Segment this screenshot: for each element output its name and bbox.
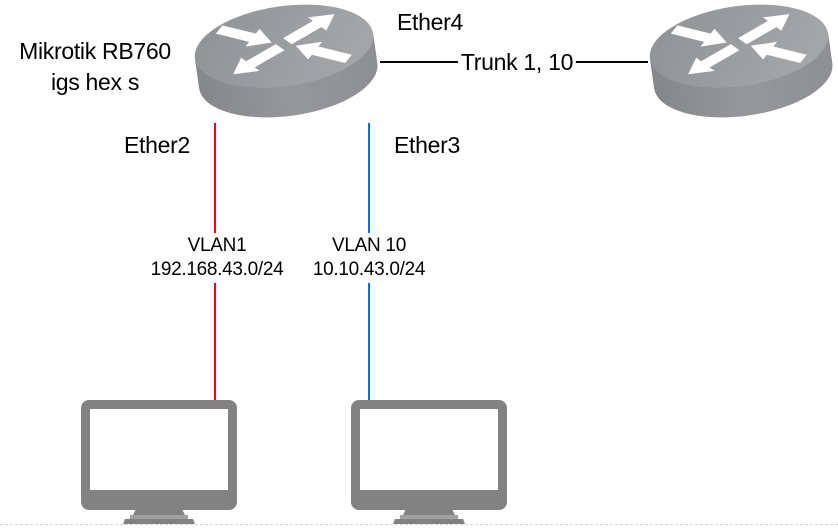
vlan1-name: VLAN1 (187, 235, 247, 256)
port-label-ether2: Ether2 (124, 132, 190, 158)
vlan10-label: VLAN 10 10.10.43.0/24 (307, 233, 431, 283)
trunk-label: Trunk 1, 10 (457, 48, 577, 76)
monitor-icon (351, 400, 507, 524)
port-label-ether3: Ether3 (394, 132, 460, 158)
port-label-ether4: Ether4 (397, 9, 463, 35)
vlan1-subnet: 192.168.43.0/24 (150, 259, 284, 280)
router-left-label-line2: igs hex s (50, 69, 140, 95)
router-left-label: Mikrotik RB760 igs hex s (0, 36, 190, 98)
monitor-icon (81, 400, 237, 524)
vlan1-label: VLAN1 192.168.43.0/24 (145, 233, 289, 283)
router-icon (644, 0, 838, 128)
page-boundary-dashed-line (0, 524, 838, 525)
router-left-label-line1: Mikrotik RB760 (19, 38, 171, 64)
vlan10-name: VLAN 10 (332, 235, 406, 256)
router-icon (189, 0, 383, 128)
vlan10-subnet: 10.10.43.0/24 (312, 259, 426, 280)
